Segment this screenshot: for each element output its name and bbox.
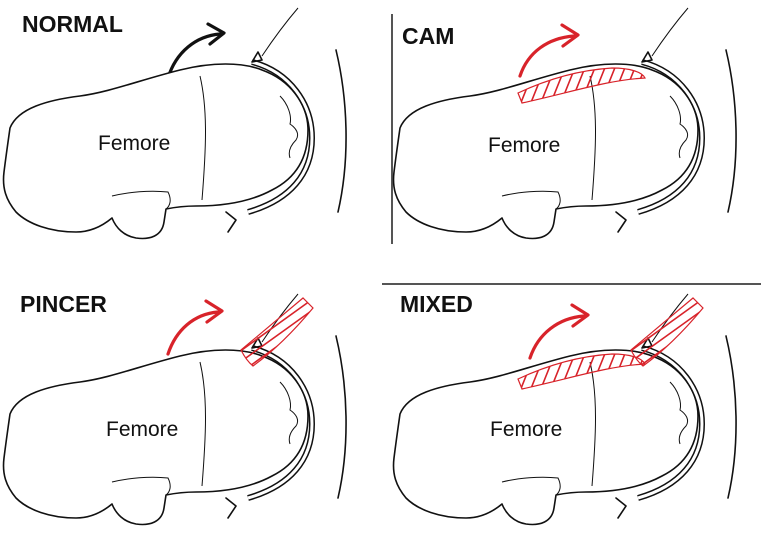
panel-cam: CAM Femore [394,8,737,238]
femur-label-mixed: Femore [490,418,562,441]
panel-title-cam: CAM [402,23,454,49]
femur-label-pincer: Femore [106,418,178,441]
panel-title-normal: NORMAL [22,11,123,37]
panel-pincer: PINCER Femore [4,256,347,524]
panel-mixed: MIXED Femore [394,256,737,524]
femur-label-cam: Femore [488,134,560,157]
femur-label-normal: Femore [98,132,170,155]
panel-title-pincer: PINCER [20,291,107,317]
panel-normal: NORMAL Femore [4,8,347,238]
panel-title-mixed: MIXED [400,291,473,317]
